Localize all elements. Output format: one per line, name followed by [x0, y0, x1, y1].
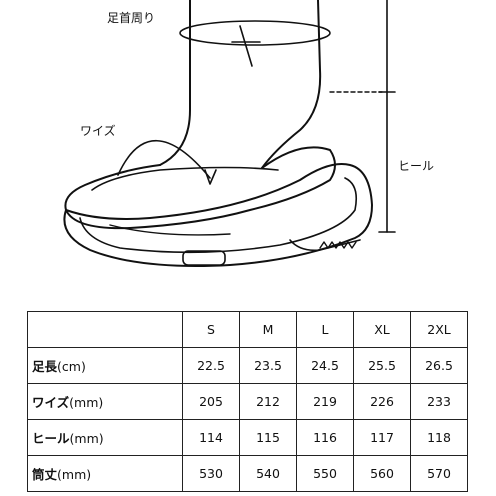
row-name: ヒール [32, 431, 70, 446]
table-cell: 26.5 [410, 347, 468, 384]
row-name: 筒丈 [32, 467, 58, 482]
table-row: ワイズ(mm) 205 212 219 226 233 [27, 383, 468, 420]
column-header: XL [353, 311, 411, 348]
row-name: ワイズ [32, 395, 70, 410]
boot-diagram [63, 0, 396, 267]
table-cell: 219 [296, 383, 354, 420]
table-cell: 115 [239, 419, 297, 456]
ankle-circumference-label: 足首周り [107, 11, 156, 25]
table-cell: 233 [410, 383, 468, 420]
table-cell: 550 [296, 455, 354, 492]
table-row: ヒール(mm) 114 115 116 117 118 [27, 419, 468, 456]
column-header: L [296, 311, 354, 348]
table-cell: 117 [353, 419, 411, 456]
boot-sole [63, 163, 373, 267]
table-cell: 540 [239, 455, 297, 492]
row-header: ワイズ(mm) [27, 383, 183, 420]
row-header: 筒丈(mm) [27, 455, 183, 492]
table-cell: 25.5 [353, 347, 411, 384]
table-cell: 114 [182, 419, 240, 456]
row-unit: (cm) [57, 359, 86, 374]
table-cell: 530 [182, 455, 240, 492]
table-cell: 560 [353, 455, 411, 492]
row-unit: (mm) [57, 467, 92, 482]
table-cell: 24.5 [296, 347, 354, 384]
column-header: M [239, 311, 297, 348]
ankle-circumference-marker [179, 20, 331, 46]
table-row: 足長(cm) 22.5 23.5 24.5 25.5 26.5 [27, 347, 468, 384]
width-arc-marker [117, 140, 211, 179]
table-cell: 212 [239, 383, 297, 420]
table-cell: 22.5 [182, 347, 240, 384]
row-header: ヒール(mm) [27, 419, 183, 456]
row-unit: (mm) [69, 431, 104, 446]
row-name: 足長 [32, 359, 58, 374]
boot-shaft-back [261, 0, 322, 169]
table-header-row: S M L XL 2XL [27, 311, 468, 348]
table-cell: 226 [353, 383, 411, 420]
column-header: S [182, 311, 240, 348]
heel-label: ヒール [398, 159, 435, 173]
table-row: 筒丈(mm) 530 540 550 560 570 [27, 455, 468, 492]
width-label: ワイズ [80, 124, 116, 138]
row-unit: (mm) [69, 395, 104, 410]
table-cell: 570 [410, 455, 468, 492]
table-cell: 116 [296, 419, 354, 456]
column-header: 2XL [410, 311, 468, 348]
boot-shaft [159, 0, 191, 166]
table-corner-cell [27, 311, 183, 348]
size-table: S M L XL 2XL 足長(cm) 22.5 23.5 24.5 25.5 … [27, 311, 468, 492]
table-cell: 23.5 [239, 347, 297, 384]
table-cell: 118 [410, 419, 468, 456]
boot-upper [64, 146, 336, 230]
table-cell: 205 [182, 383, 240, 420]
row-header: 足長(cm) [27, 347, 183, 384]
